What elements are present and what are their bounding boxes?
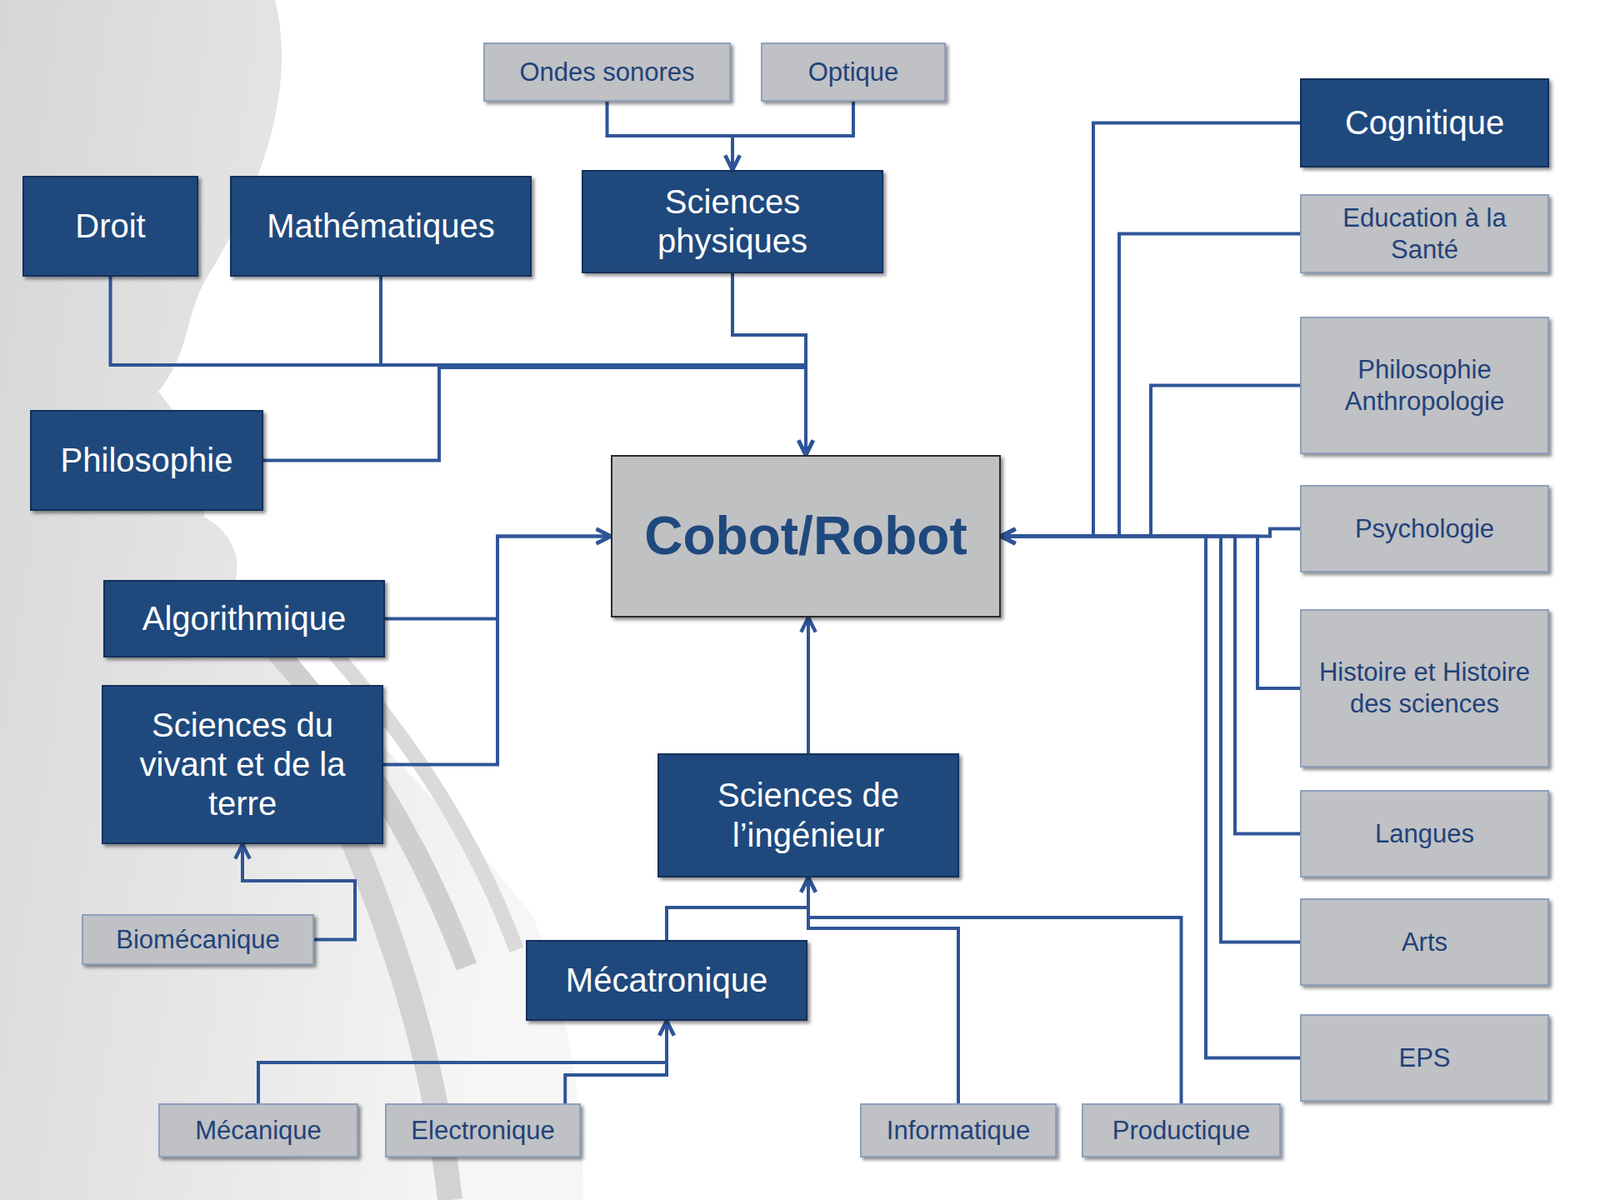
node-label: Droit	[75, 206, 145, 246]
node-label: EPS	[1398, 1042, 1450, 1075]
node-label: Psychologie	[1355, 513, 1495, 545]
node-label: Mécatronique	[565, 960, 768, 1000]
node-label: Cobot/Robot	[644, 506, 967, 565]
node-label: Philosophie Anthropologie	[1313, 354, 1536, 418]
node-label: Biomécanique	[115, 924, 280, 956]
subject-box: EPS	[1300, 1014, 1550, 1102]
connector-arrow	[607, 101, 734, 170]
connector-arrow	[806, 617, 810, 754]
discipline-box: Mécatronique	[525, 940, 808, 1021]
node-label: Optique	[808, 56, 900, 89]
node-label: Cognitique	[1345, 103, 1505, 143]
discipline-box: Sciences physiques	[581, 170, 884, 274]
connector-arrow	[383, 536, 611, 765]
node-label: Sciences physiques	[595, 182, 870, 261]
node-label: Sciences de l’ingénieur	[670, 775, 946, 855]
subject-box: Histoire et Histoire des sciences	[1300, 609, 1550, 768]
node-label: Sciences du vivant et de la terre	[115, 705, 370, 825]
connector-arrow	[1000, 536, 1300, 1059]
node-label: Productique	[1112, 1115, 1250, 1147]
subject-box: Productique	[1081, 1103, 1281, 1158]
connector-arrow	[808, 877, 959, 1104]
node-label: Mathématiques	[266, 206, 495, 246]
discipline-box: Cognitique	[1300, 78, 1550, 168]
connector-arrow	[1000, 234, 1300, 537]
connector-arrow	[263, 367, 806, 461]
subject-box: Ondes sonores	[483, 42, 731, 102]
connector-arrow	[732, 273, 806, 455]
connector-arrow	[1000, 536, 1300, 690]
connector-arrow	[808, 877, 1182, 1104]
node-label: Informatique	[886, 1115, 1030, 1147]
subject-box: Langues	[1300, 790, 1550, 878]
node-label: Ondes sonores	[519, 56, 695, 89]
node-label: Electronique	[410, 1115, 555, 1147]
node-label: Philosophie	[60, 440, 234, 480]
connector-arrow	[565, 1020, 667, 1104]
subject-box: Arts	[1300, 898, 1550, 986]
discipline-box: Algorithmique	[103, 580, 385, 658]
discipline-box: Sciences du vivant et de la terre	[101, 685, 384, 845]
connector-arrow	[258, 1020, 667, 1104]
discipline-box: Droit	[22, 175, 199, 277]
subject-box: Education à la Santé	[1300, 194, 1550, 274]
discipline-box: Philosophie	[30, 410, 264, 511]
subject-box: Philosophie Anthropologie	[1300, 316, 1550, 455]
discipline-box: Sciences de l’ingénieur	[657, 753, 960, 878]
node-label: Histoire et Histoire des sciences	[1313, 656, 1536, 720]
connector-arrow	[1000, 385, 1300, 537]
connector-arrow	[1000, 536, 1300, 943]
node-label: Algorithmique	[142, 599, 347, 639]
subject-box: Informatique	[860, 1103, 1057, 1158]
node-label: Education à la Santé	[1313, 202, 1536, 266]
subject-box: Electronique	[385, 1103, 581, 1158]
connector-arrow	[666, 877, 809, 940]
subject-box: Optique	[760, 42, 946, 102]
node-label: Langues	[1375, 818, 1475, 850]
subject-box: Mécanique	[158, 1103, 359, 1158]
central-box: Cobot/Robot	[610, 455, 1001, 618]
connector-arrow	[1000, 123, 1300, 537]
subject-box: Psychologie	[1300, 485, 1550, 573]
subject-box: Biomécanique	[81, 914, 315, 965]
node-label: Arts	[1401, 926, 1448, 959]
discipline-box: Mathématiques	[230, 175, 532, 277]
node-label: Mécanique	[195, 1115, 322, 1147]
connector-arrow	[1000, 536, 1300, 835]
connector-arrow	[732, 101, 854, 170]
